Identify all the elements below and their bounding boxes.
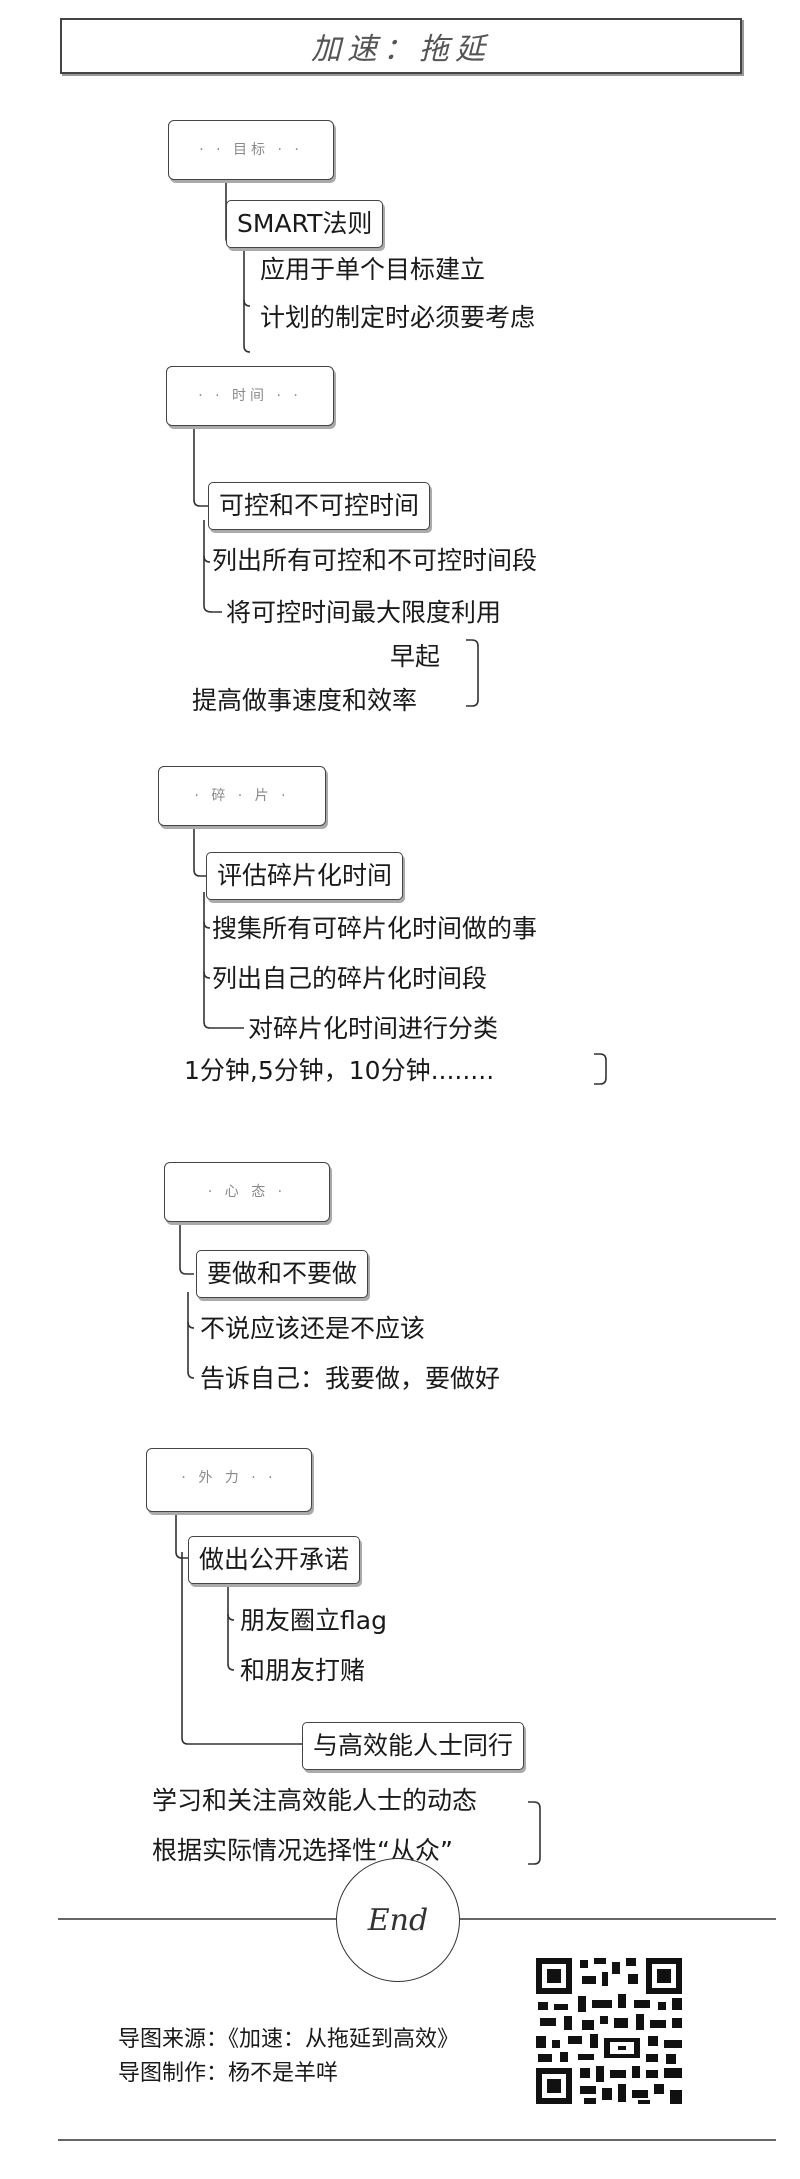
topic-node-goal: · · 目标 · · xyxy=(168,120,334,180)
list-item: 不说应该还是不应该 xyxy=(200,1314,426,1343)
end-label: End xyxy=(367,1902,429,1938)
list-item: 列出所有可控和不可控时间段 xyxy=(212,546,538,575)
topic-node-mindset: · 心 态 · xyxy=(164,1162,330,1222)
topic-node-external: · 外 力 · · xyxy=(146,1448,312,1512)
heading-smart: SMART法则 xyxy=(226,200,384,248)
sub-item: 提高做事速度和效率 xyxy=(192,686,418,715)
list-item: 搜集所有可碎片化时间做的事 xyxy=(212,914,538,943)
list-item: 和朋友打赌 xyxy=(240,1656,366,1685)
heading-controllable-time: 可控和不可控时间 xyxy=(208,482,431,530)
list-item: 朋友圈立flag xyxy=(240,1606,387,1635)
topic-node-fragment: · 碎 · 片 · xyxy=(158,766,326,826)
heading-public-promise: 做出公开承诺 xyxy=(188,1536,361,1584)
topic-label: · · 目标 · · xyxy=(199,142,303,158)
end-badge: End xyxy=(336,1858,460,1982)
sub-item: 学习和关注高效能人士的动态 xyxy=(152,1786,478,1815)
footer-source: 导图来源：《加速：从拖延到高效》 xyxy=(118,2027,460,2052)
list-item: 应用于单个目标建立 xyxy=(260,255,486,284)
list-item: 告诉自己：我要做，要做好 xyxy=(200,1364,501,1393)
heading-do-or-not: 要做和不要做 xyxy=(196,1250,369,1298)
heading-high-performers: 与高效能人士同行 xyxy=(302,1722,525,1770)
list-item: 列出自己的碎片化时间段 xyxy=(212,964,488,993)
title-box: 加速：拖延 xyxy=(60,18,742,74)
topic-label: · 外 力 · · xyxy=(181,1470,277,1486)
topic-label: · 心 态 · xyxy=(207,1184,287,1200)
list-item: 对碎片化时间进行分类 xyxy=(248,1014,499,1043)
map-title: 加速：拖延 xyxy=(311,32,491,67)
qr-code-icon xyxy=(534,1956,684,2106)
topic-node-time: · · 时间 · · xyxy=(166,366,334,426)
sub-item: 1分钟,5分钟，10分钟........ xyxy=(184,1056,495,1085)
heading-fragment-time: 评估碎片化时间 xyxy=(206,852,404,900)
footer-maker: 导图制作：杨不是羊咩 xyxy=(118,2061,339,2086)
topic-label: · · 时间 · · xyxy=(198,388,302,404)
list-item: 计划的制定时必须要考虑 xyxy=(260,303,536,332)
sub-item: 早起 xyxy=(390,642,441,671)
topic-label: · 碎 · 片 · xyxy=(194,788,290,804)
list-item: 将可控时间最大限度利用 xyxy=(226,598,502,627)
